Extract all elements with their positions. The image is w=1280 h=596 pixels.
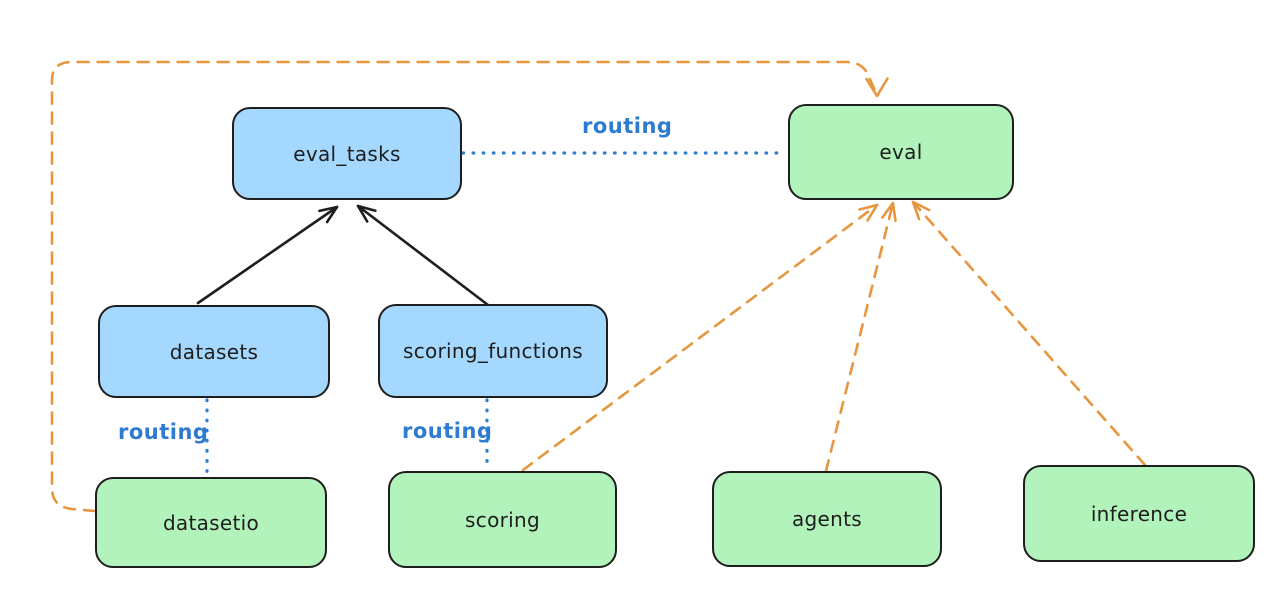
node-agents-label: agents — [792, 507, 862, 531]
edge-label-routing-top: routing — [582, 114, 673, 138]
node-datasets-label: datasets — [169, 339, 259, 364]
node-eval: eval — [788, 104, 1014, 200]
node-scoring-label: scoring — [465, 507, 540, 532]
node-datasetio-label: datasetio — [162, 510, 260, 535]
edge-label-routing-datasets: routing — [118, 420, 209, 444]
node-scoring-functions-label: scoring_functions — [402, 339, 584, 363]
edge-agents-to-eval — [824, 201, 897, 473]
node-agents: agents — [712, 471, 942, 567]
edge-datasets-to-eval-tasks — [196, 205, 339, 305]
edge-scoring-functions-to-eval-tasks — [356, 204, 490, 307]
edge-label-routing-scoring: routing — [402, 419, 493, 443]
node-datasets: datasets — [98, 305, 330, 398]
node-eval-tasks: eval_tasks — [232, 107, 462, 200]
node-inference: inference — [1023, 465, 1255, 562]
node-scoring: scoring — [388, 471, 617, 568]
node-inference-label: inference — [1090, 501, 1188, 526]
node-eval-tasks-label: eval_tasks — [293, 141, 401, 166]
edge-datasetio-to-eval — [50, 60, 889, 513]
node-datasetio: datasetio — [95, 477, 327, 568]
edge-scoring-to-eval — [521, 203, 879, 472]
node-scoring-functions: scoring_functions — [378, 304, 608, 398]
node-eval-label: eval — [879, 140, 923, 164]
edge-inference-to-eval — [911, 200, 1147, 467]
